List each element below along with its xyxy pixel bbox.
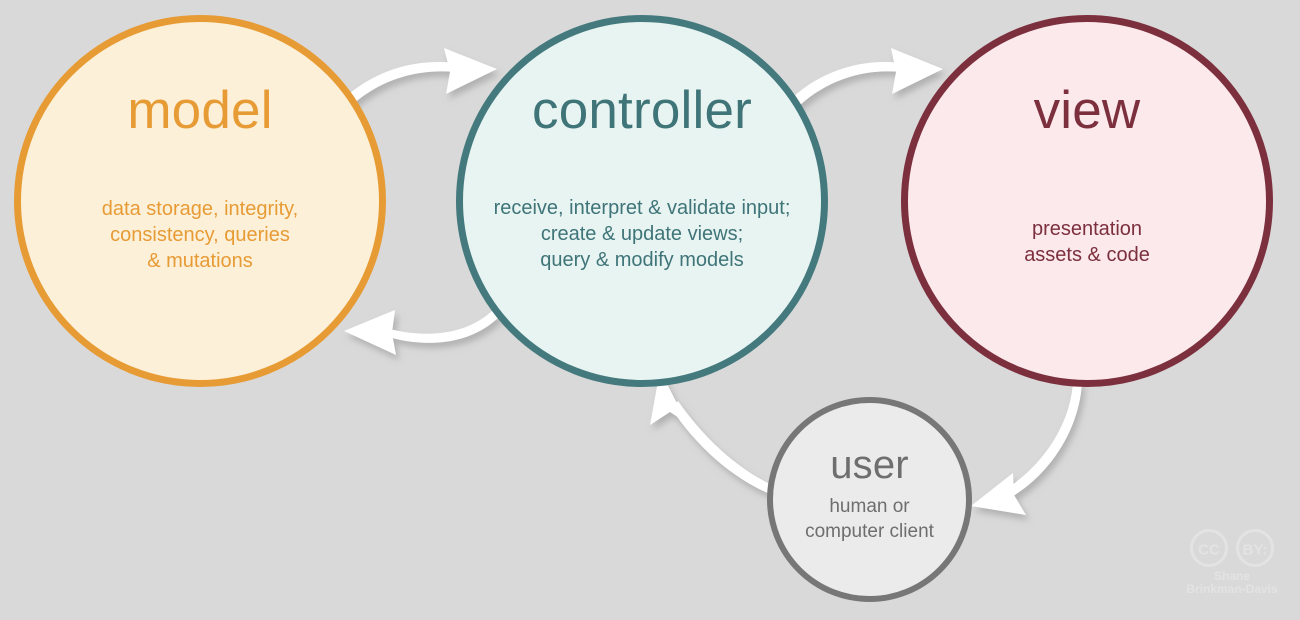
arrow-controller-to-model [344,309,500,355]
arrow-controller-to-view [789,48,943,109]
cc-mark-text: CC [1198,542,1220,559]
creative-commons-icon: CC [1190,529,1228,567]
arrow-view-to-user [971,381,1082,515]
node-controller[interactable]: controller receive, interpret & validate… [456,15,828,387]
by-mark-text: BY: [1243,542,1268,559]
author-credit: Shane Brinkman-Davis [1186,569,1278,597]
node-controller-label: controller [532,81,752,140]
node-controller-description: receive, interpret & validate input; cre… [493,197,791,271]
node-user[interactable]: user human or computer client [767,397,972,602]
node-view-label: view [1033,81,1141,140]
node-view-description: presentation assets & code [1024,218,1150,266]
creative-commons-badge[interactable]: CC BY: Shane Brinkman-Davis [1176,528,1288,610]
node-model-description: data storage, integrity, consistency, qu… [101,198,299,272]
node-user-description: human or computer client [805,496,934,542]
arrow-model-to-controller [341,48,497,109]
node-model[interactable]: model data storage, integrity, consisten… [14,15,386,387]
node-model-label: model [127,81,273,140]
cc-by-icon: BY: [1236,529,1274,567]
node-user-label: user [830,443,909,487]
cc-marks: CC BY: [1189,528,1275,568]
node-view[interactable]: view presentation assets & code [901,15,1273,387]
